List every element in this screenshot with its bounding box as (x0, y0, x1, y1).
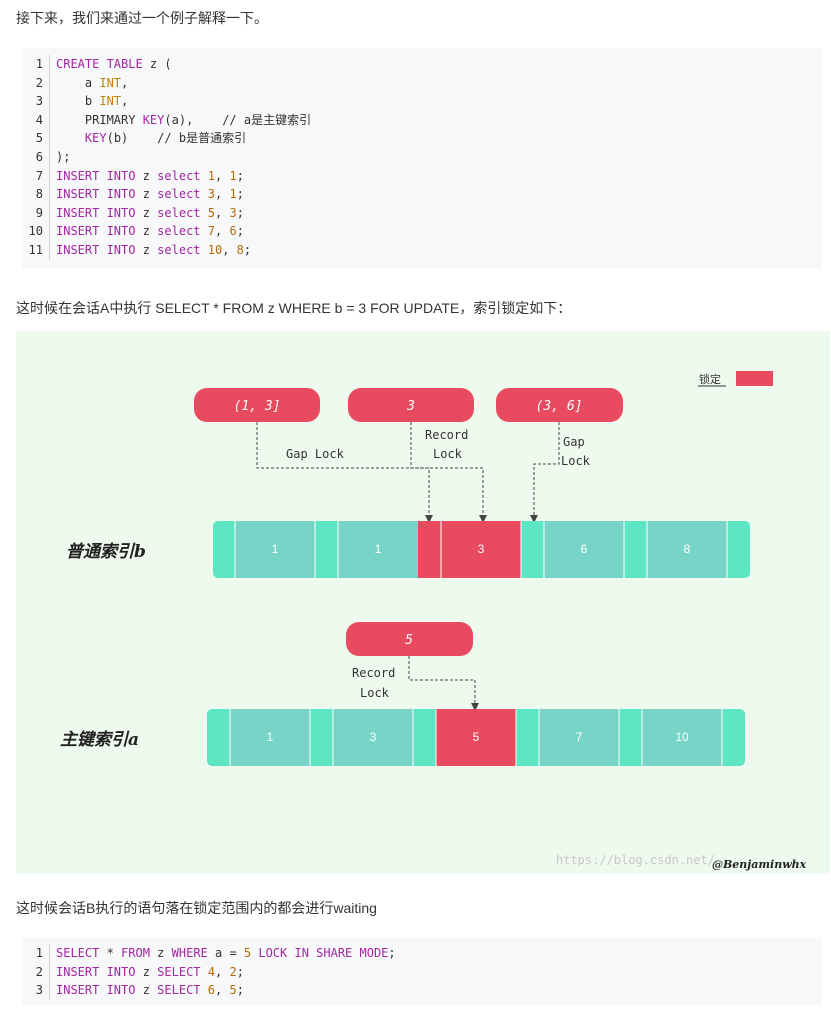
range-pill-a (346, 622, 473, 656)
lock-label-right: Lock (561, 454, 591, 468)
b-locked-range (418, 521, 521, 578)
code-line: 1 CREATE TABLE z ( (22, 55, 822, 74)
code-content: INSERT INTO z SELECT 4, 2; (56, 964, 244, 979)
record-label-a: Record (352, 666, 395, 680)
code-line: 2 INSERT INTO z SELECT 4, 2; (22, 962, 822, 982)
code-content: a INT, (56, 75, 129, 90)
gap-lock-label: Gap Lock (286, 447, 345, 461)
code-line: 8 INSERT INTO z select 3, 1; (22, 185, 822, 204)
watermark-url: https://blog.csdn.net/ (556, 853, 715, 867)
a-value-2: 3 (370, 730, 377, 744)
code-content: SELECT * FROM z WHERE a = 5 LOCK IN SHAR… (56, 946, 396, 960)
line-number: 4 (22, 110, 50, 130)
code-block-session-b: 1 SELECT * FROM z WHERE a = 5 LOCK IN SHA… (22, 937, 822, 1005)
legend-label: 锁定 (699, 372, 721, 386)
a-index-label: 主键索引a (60, 730, 139, 750)
a-cell-2 (333, 709, 413, 766)
code-line: 4 PRIMARY KEY(a), // a是主键索引 (22, 110, 822, 130)
code-content: ); (56, 149, 71, 164)
line-number: 8 (22, 185, 50, 204)
code-line: 5 KEY(b) // b是普通索引 (22, 129, 822, 148)
a-cell-4 (539, 709, 619, 766)
range-middle-text: 3 (406, 399, 415, 414)
line-number: 3 (22, 981, 50, 1000)
code-line: 7 INSERT INTO z select 1, 1; (22, 166, 822, 186)
code-content: INSERT INTO z select 10, 8; (56, 242, 252, 257)
b-cell-4 (544, 521, 624, 578)
line-number: 5 (22, 129, 50, 148)
a-cell-1 (230, 709, 310, 766)
author-signature: @Benjaminwhx (712, 858, 807, 871)
gap-label-right: Gap (563, 435, 585, 449)
code-content: INSERT INTO z select 1, 1; (56, 168, 244, 183)
record-lock-a-arrow (408, 656, 479, 711)
a-value-1: 1 (267, 730, 274, 744)
range-right-text: (3, 6] (536, 399, 583, 414)
code-content: KEY(b) // b是普通索引 (84, 131, 247, 146)
b-value-1: 1 (272, 542, 279, 556)
range-pill-right (496, 388, 623, 422)
a-index-row: 1 3 5 7 10 (207, 709, 745, 766)
session-a-paragraph: 这时候在会话A中执行 SELECT * FROM z WHERE b = 3 F… (16, 300, 572, 316)
b-value-4: 6 (581, 542, 588, 556)
lock-diagram-svg: 锁定 (1, 3] 3 (3, 6] Gap Lock Record Lock … (60, 371, 773, 766)
a-locked-cell (436, 709, 516, 766)
b-cell-5 (647, 521, 727, 578)
b-index-label: 普通索引b (66, 542, 146, 562)
session-b-paragraph: 这时候会话B执行的语句落在锁定范围内的都会进行waiting (16, 900, 377, 916)
range-pill-left (194, 388, 320, 422)
b-value-5: 8 (684, 542, 691, 556)
record-lock-b-arrow (410, 422, 487, 523)
range-left-text: (1, 3] (234, 399, 281, 414)
b-value-2: 1 (375, 542, 382, 556)
code-line: 3 b INT, (22, 92, 822, 111)
lock-label-b: Lock (433, 447, 463, 461)
lock-label-a: Lock (360, 686, 390, 700)
line-number: 2 (22, 962, 50, 982)
code-line: 6); (22, 147, 822, 167)
code-content: PRIMARY KEY(a), // a是主键索引 (56, 112, 312, 127)
code-content: CREATE TABLE z ( (56, 57, 172, 71)
b-index-row: 1 1 3 6 8 (213, 521, 750, 578)
legend-locked-swatch (736, 371, 773, 386)
range-a-text: 5 (405, 633, 413, 648)
line-number: 7 (22, 166, 50, 186)
a-value-5: 10 (675, 730, 689, 744)
line-number: 6 (22, 147, 50, 167)
code-content: INSERT INTO z select 5, 3; (56, 205, 244, 220)
code-line: 10 INSERT INTO z select 7, 6; (22, 222, 822, 241)
line-number: 2 (22, 73, 50, 93)
code-content: INSERT INTO z select 3, 1; (56, 187, 244, 202)
b-cell-2 (338, 521, 418, 578)
record-label-b: Record (425, 428, 468, 442)
code-line: 9 INSERT INTO z select 5, 3; (22, 203, 822, 223)
gap-lock-right-arrow (530, 422, 560, 523)
range-pill-middle (348, 388, 474, 422)
line-number: 1 (22, 55, 50, 74)
a-value-4: 7 (576, 730, 583, 744)
code-line: 1 SELECT * FROM z WHERE a = 5 LOCK IN SHA… (22, 944, 822, 963)
code-content: INSERT INTO z SELECT 6, 5; (56, 983, 244, 998)
line-number: 9 (22, 203, 50, 223)
b-value-3: 3 (478, 542, 485, 556)
code-content: INSERT INTO z select 7, 6; (56, 224, 244, 239)
code-line: 11 INSERT INTO z select 10, 8; (22, 240, 822, 260)
a-value-3: 5 (473, 730, 480, 744)
line-number: 1 (22, 944, 50, 963)
gap-lock-left-arrow (256, 422, 433, 523)
code-content: b INT, (56, 94, 129, 109)
intro-paragraph: 接下来，我们来通过一个例子解释一下。 (16, 10, 268, 26)
code-line: 3 INSERT INTO z SELECT 6, 5; (22, 981, 822, 1000)
code-line: 2 a INT, (22, 73, 822, 93)
line-number: 3 (22, 92, 50, 111)
a-cell-5 (642, 709, 722, 766)
b-cell-1 (235, 521, 315, 578)
index-lock-diagram: 锁定 (1, 3] 3 (3, 6] Gap Lock Record Lock … (16, 331, 830, 874)
line-number: 11 (22, 240, 50, 260)
line-number: 10 (22, 222, 50, 241)
